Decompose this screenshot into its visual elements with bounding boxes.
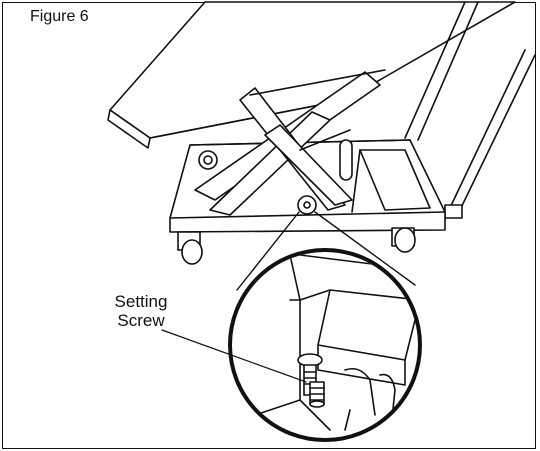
push-handle	[404, 1, 536, 219]
figure-title: Figure 6	[30, 8, 89, 25]
table-top	[107, 1, 516, 149]
scissor-arms	[194, 69, 386, 216]
setting-screw-label-line2: Screw	[117, 311, 165, 330]
casters	[177, 227, 416, 265]
setting-screw-location	[297, 195, 317, 215]
setting-screw-label-line1: Setting	[114, 292, 168, 311]
magnification-lines	[236, 211, 416, 291]
setting-screw-label: Setting Screw	[86, 292, 196, 330]
magnified-detail	[228, 248, 422, 442]
callout-leader	[161, 329, 307, 383]
